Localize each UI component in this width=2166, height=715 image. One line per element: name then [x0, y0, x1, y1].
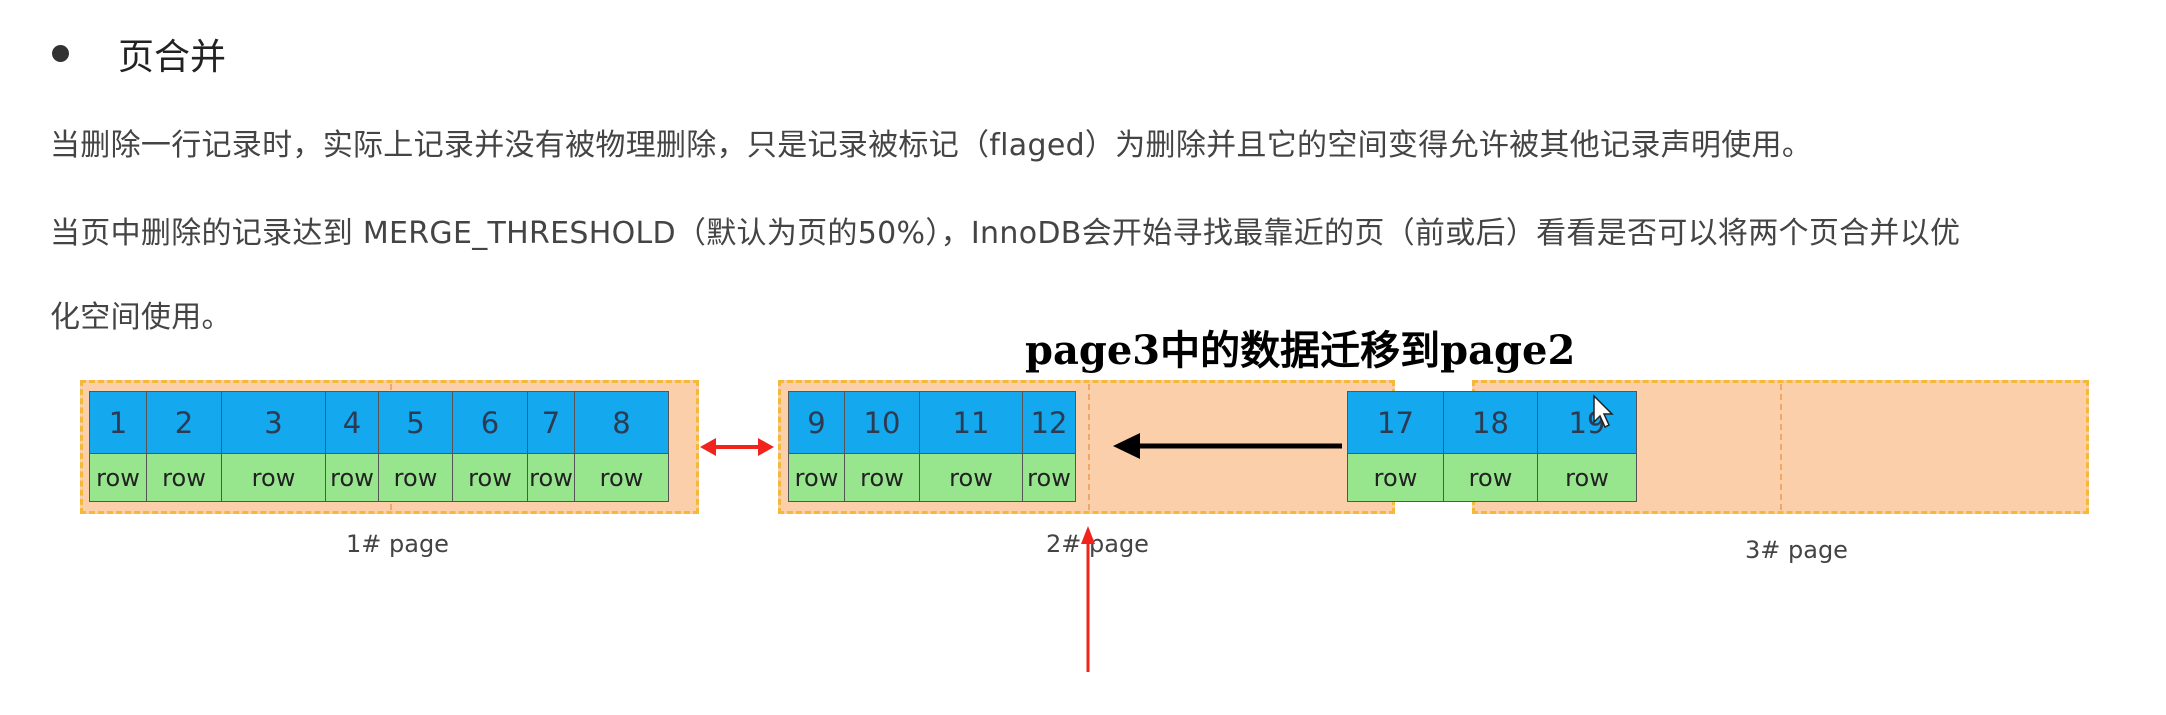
paragraph-2: 当页中删除的记录达到 MERGE_THRESHOLD（默认为页的50%），Inn… [50, 216, 1961, 251]
migration-annotation: page3中的数据迁移到page2 [1025, 327, 1576, 374]
page-3-divider [1780, 384, 1782, 510]
page-3-label: 3# page [1745, 536, 1848, 564]
record-row-cell: row [1022, 453, 1076, 502]
record-row-cell: row [221, 453, 326, 502]
record-id-cell: 17 [1347, 391, 1444, 454]
record-id-cell: 1 [89, 391, 147, 454]
page-2-label: 2# page [1046, 530, 1149, 558]
record-row-cell: row [1347, 453, 1444, 502]
record-row-cell: row [452, 453, 528, 502]
record-id-cell: 8 [574, 391, 669, 454]
paragraph-1: 当删除一行记录时，实际上记录并没有被物理删除，只是记录被标记（flaged）为删… [50, 128, 1813, 163]
left-arrow-icon [1113, 433, 1342, 459]
record-row-cell: row [89, 453, 147, 502]
section-heading: 页合并 [118, 37, 227, 78]
record-id-cell: 7 [527, 391, 575, 454]
record-row-cell: row [378, 453, 453, 502]
record-row-cell: row [527, 453, 575, 502]
record-row-cell: row [788, 453, 845, 502]
record-row-cell: row [146, 453, 222, 502]
paragraph-3: 化空间使用。 [50, 300, 232, 335]
page-2-divider [1088, 384, 1090, 510]
up-arrow-icon [1081, 526, 1095, 672]
mouse-cursor-icon [1593, 394, 1614, 429]
record-id-cell: 6 [452, 391, 528, 454]
record-id-cell: 2 [146, 391, 222, 454]
record-row-cell: row [1443, 453, 1538, 502]
page-1-label: 1# page [346, 530, 449, 558]
bullet-icon [52, 45, 69, 62]
record-row-cell: row [325, 453, 379, 502]
record-row-cell: row [574, 453, 669, 502]
record-row-cell: row [1537, 453, 1637, 502]
record-id-cell: 19 [1537, 391, 1637, 454]
record-row-cell: row [919, 453, 1023, 502]
record-id-cell: 12 [1022, 391, 1076, 454]
double-arrow-icon [700, 438, 774, 456]
